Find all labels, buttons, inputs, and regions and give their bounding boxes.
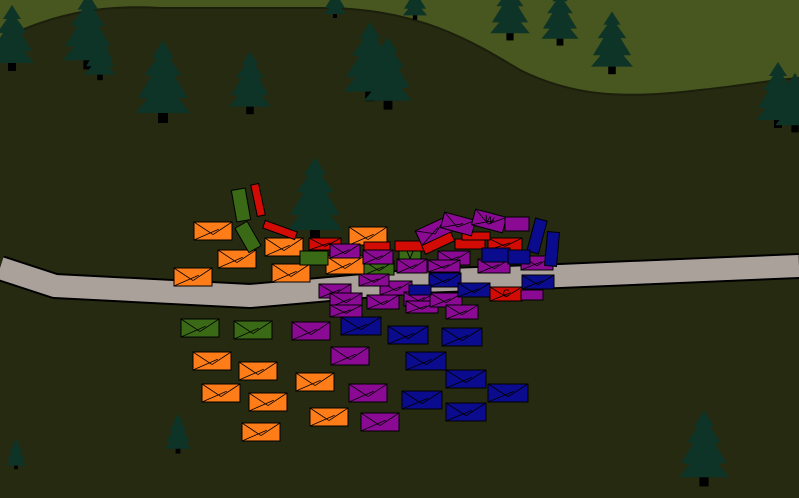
blue-unit[interactable] (481, 247, 511, 263)
red-unit[interactable] (487, 237, 523, 251)
green-unit[interactable] (230, 187, 252, 223)
tree-icon (135, 40, 191, 123)
unit-label: C (503, 289, 510, 300)
purple-unit[interactable] (504, 216, 530, 232)
green-unit[interactable] (233, 320, 273, 340)
red-unit[interactable]: C (489, 286, 523, 302)
unit-label: V (407, 251, 414, 262)
purple-unit[interactable] (366, 294, 400, 310)
tree-icon (84, 34, 116, 81)
green-unit[interactable] (234, 220, 262, 254)
blue-unit[interactable] (387, 325, 429, 345)
purple-unit[interactable] (445, 304, 479, 320)
tree-icon (6, 439, 26, 470)
hill-ridge (0, 6, 799, 96)
blue-unit[interactable] (445, 402, 487, 422)
purple-unit[interactable] (329, 243, 361, 259)
purple-unit[interactable] (362, 249, 394, 265)
red-unit[interactable] (250, 182, 266, 218)
tree-icon (678, 410, 730, 487)
unit-label: W (483, 214, 496, 227)
army-units[interactable]: V C W (173, 182, 561, 442)
tree-icon (363, 37, 413, 110)
orange-unit[interactable] (192, 351, 232, 371)
purple-unit[interactable] (291, 321, 331, 341)
orange-unit[interactable] (271, 263, 311, 283)
blue-unit[interactable] (445, 369, 487, 389)
blue-unit[interactable] (340, 316, 382, 336)
purple-unit[interactable] (348, 383, 388, 403)
orange-unit[interactable] (309, 407, 349, 427)
tree-icon (0, 5, 34, 71)
blue-unit[interactable] (405, 351, 447, 371)
blue-unit[interactable] (526, 217, 548, 255)
red-unit[interactable] (262, 219, 298, 241)
purple-unit[interactable] (329, 304, 363, 318)
tree-icon (402, 0, 428, 20)
purple-unit[interactable] (427, 259, 461, 273)
hill-terrain (0, 0, 799, 95)
blue-unit[interactable] (401, 390, 443, 410)
tree-icon (287, 157, 343, 240)
tree-icon (229, 51, 271, 115)
orange-unit[interactable] (325, 255, 365, 275)
blue-unit[interactable] (543, 231, 561, 267)
blue-unit[interactable] (507, 249, 531, 265)
green-unit[interactable] (180, 318, 220, 338)
tree-icon (490, 0, 530, 41)
orange-unit[interactable] (264, 237, 304, 257)
tree-icon (164, 414, 192, 454)
tree-icon (775, 72, 799, 133)
orange-unit[interactable] (295, 372, 335, 392)
orange-unit[interactable] (248, 392, 288, 412)
tree-icon (591, 11, 633, 75)
orange-unit[interactable] (238, 361, 278, 381)
blue-unit[interactable] (487, 383, 529, 403)
purple-unit[interactable] (358, 273, 390, 287)
blue-unit[interactable] (441, 327, 483, 347)
blue-unit[interactable] (428, 272, 462, 288)
tree-icon (541, 0, 579, 46)
green-unit[interactable] (299, 250, 329, 266)
purple-unit[interactable]: W (470, 208, 508, 234)
blue-unit[interactable] (408, 284, 432, 296)
orange-unit[interactable] (241, 422, 281, 442)
forest (0, 0, 799, 487)
purple-unit[interactable] (360, 412, 400, 432)
purple-unit[interactable] (396, 258, 428, 274)
purple-unit[interactable] (520, 289, 544, 301)
orange-unit[interactable] (193, 221, 233, 241)
orange-unit[interactable] (217, 249, 257, 269)
purple-unit[interactable] (330, 346, 370, 366)
orange-unit[interactable] (201, 383, 241, 403)
red-unit[interactable] (461, 231, 491, 241)
blue-unit[interactable] (457, 282, 491, 298)
orange-unit[interactable] (173, 267, 213, 287)
blue-unit[interactable] (521, 274, 555, 290)
tree-icon (324, 0, 346, 18)
